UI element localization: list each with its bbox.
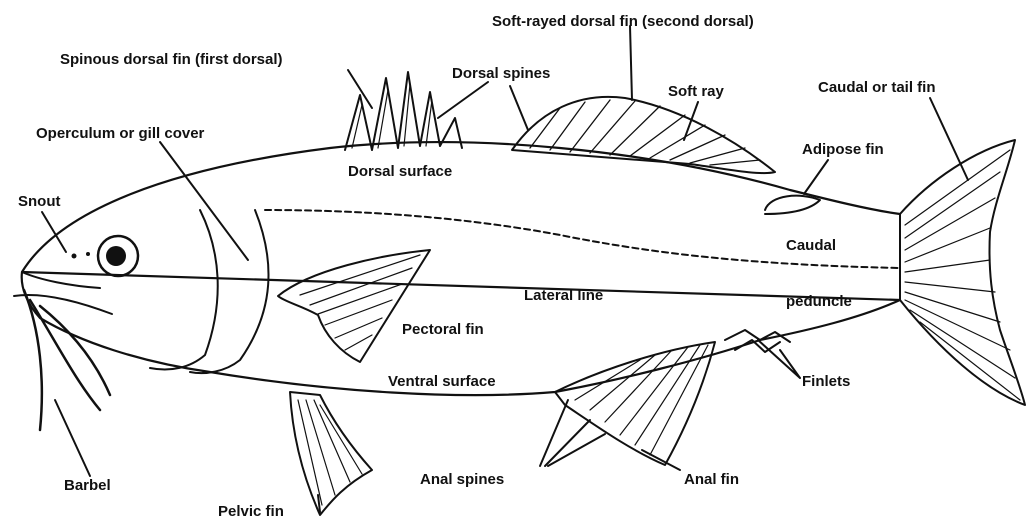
label-dorsal-surface: Dorsal surface	[348, 163, 452, 180]
label-operculum: Operculum or gill cover	[36, 125, 205, 142]
label-caudal: Caudal	[786, 237, 836, 254]
label-caudal-fin: Caudal or tail fin	[818, 79, 936, 96]
adipose-fin	[765, 196, 820, 214]
operculum-line	[150, 210, 218, 369]
label-soft-ray: Soft ray	[668, 83, 725, 100]
fish-mouth	[14, 272, 112, 314]
label-spinous-dorsal: Spinous dorsal fin (first dorsal)	[60, 51, 283, 68]
fish-nostril	[72, 254, 77, 259]
leader-anal-fin	[642, 450, 680, 470]
label-snout: Snout	[18, 193, 61, 210]
label-pectoral: Pectoral fin	[402, 321, 484, 338]
label-soft-dorsal: Soft-rayed dorsal fin (second dorsal)	[492, 13, 754, 30]
barbel-whisker	[40, 306, 110, 395]
leader-operculum	[160, 142, 248, 260]
fish-nostril	[86, 252, 90, 256]
soft-dorsal-fin	[512, 97, 775, 173]
spinous-dorsal-fin	[345, 72, 462, 150]
label-anal-spines: Anal spines	[420, 471, 504, 488]
leader-snout	[42, 212, 66, 252]
pelvic-fin	[290, 392, 372, 515]
label-anal-fin: Anal fin	[684, 471, 739, 488]
leader-barbel	[55, 400, 90, 476]
leader-adipose	[804, 160, 828, 194]
caudal-fin	[900, 140, 1025, 405]
label-ventral-surface: Ventral surface	[388, 373, 496, 390]
leader-caudal-fin	[930, 98, 968, 180]
label-adipose: Adipose fin	[802, 141, 884, 158]
fish-body-outline	[22, 142, 900, 395]
label-finlets: Finlets	[802, 373, 850, 390]
leader-soft-dorsal	[630, 26, 632, 100]
label-peduncle: peduncle	[786, 293, 852, 310]
label-dorsal-spines: Dorsal spines	[452, 65, 550, 82]
label-pelvic: Pelvic fin	[218, 503, 284, 520]
label-barbel: Barbel	[64, 477, 111, 494]
fish-pupil	[106, 246, 126, 266]
pectoral-fin	[278, 250, 430, 362]
leader-spinous-dorsal	[348, 70, 372, 108]
leader-finlets	[758, 340, 800, 378]
label-lateral-line: Lateral line	[524, 287, 603, 304]
